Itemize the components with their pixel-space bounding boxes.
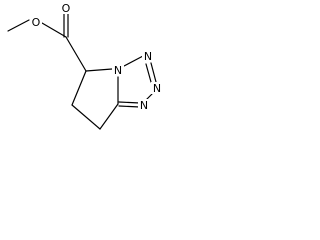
bond-methyl-ester-o [7, 19, 30, 32]
molecule-structure: O O N N N N [7, 2, 163, 130]
bond-ester-o-carbonyl-c [41, 22, 67, 38]
bond-ch2-fused-c [99, 103, 119, 130]
bonds [7, 13, 157, 130]
bond-n2-n3 [150, 62, 157, 83]
bond-n4-fused-c-a [118, 101, 141, 104]
atom-ester-oxygen: O [32, 16, 41, 29]
atom-carbonyl-oxygen: O [62, 2, 71, 15]
bond-ch-ch2-left [71, 70, 87, 106]
atom-labels: O O N N N N [30, 2, 163, 112]
bond-n2-n3-double [145, 63, 152, 83]
bond-n4-fused-c-b [118, 105, 141, 108]
bond-ch2-ch2-bottom [71, 104, 101, 130]
atom-nitrogen-right: N [153, 82, 161, 95]
atom-nitrogen-bridge: N [114, 64, 122, 77]
bond-carbonyl-c-ring-ch [65, 36, 87, 72]
bond-ch-n-bridge [85, 68, 113, 72]
atom-nitrogen-bottom: N [140, 99, 148, 112]
atom-nitrogen-top: N [144, 50, 152, 63]
bond-n-bridge-n2 [123, 55, 144, 67]
